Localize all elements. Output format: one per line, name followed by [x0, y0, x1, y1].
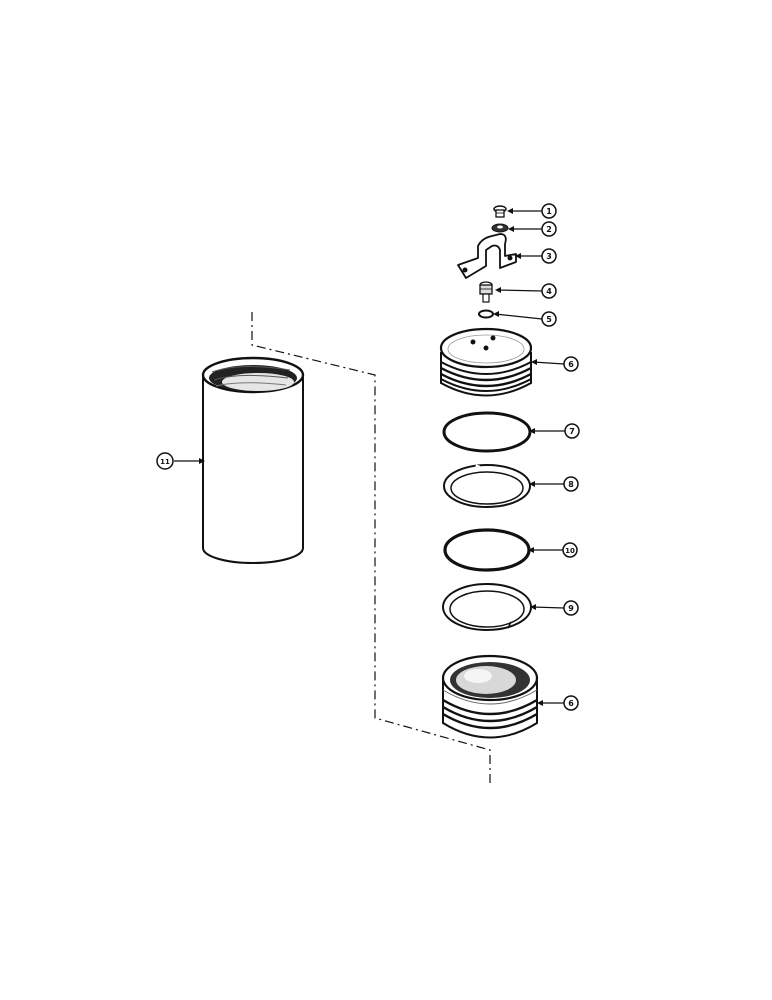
svg-text:3: 3 — [546, 252, 552, 261]
cylinder-tube — [201, 356, 305, 564]
leader-lines — [174, 210, 565, 704]
small-o-ring — [478, 309, 494, 319]
svg-text:4: 4 — [546, 287, 552, 296]
svg-text:7: 7 — [569, 427, 575, 436]
large-o-ring — [442, 411, 532, 453]
bracket — [457, 233, 517, 279]
screw — [493, 205, 507, 218]
callout-2: 2 — [541, 221, 557, 237]
svg-text:5: 5 — [546, 315, 552, 324]
callout-7: 7 — [564, 423, 580, 439]
callout-9: 9 — [563, 600, 579, 616]
backup-ring — [443, 464, 531, 508]
callout-5: 5 — [541, 311, 557, 327]
svg-text:6: 6 — [568, 360, 574, 369]
svg-text:6: 6 — [568, 699, 574, 708]
svg-text:11: 11 — [160, 458, 170, 466]
callout-6-piston: 6 — [563, 695, 579, 711]
callout-11: 11 — [156, 452, 174, 470]
fitting — [479, 281, 493, 303]
svg-text:8: 8 — [568, 480, 574, 489]
svg-text:9: 9 — [568, 604, 574, 613]
svg-text:2: 2 — [546, 225, 552, 234]
seal-ring — [443, 528, 531, 572]
svg-text:1: 1 — [546, 207, 552, 216]
cylinder-head — [439, 327, 533, 397]
wear-ring — [442, 583, 532, 631]
callout-4: 4 — [541, 283, 557, 299]
piston — [441, 654, 539, 739]
callout-10: 10 — [562, 542, 578, 558]
assembly-guide-line — [251, 312, 491, 785]
callout-8: 8 — [563, 476, 579, 492]
callout-6-head: 6 — [563, 356, 579, 372]
leader-arrowheads — [199, 208, 543, 706]
washer — [491, 223, 509, 233]
callout-3: 3 — [541, 248, 557, 264]
svg-text:10: 10 — [565, 547, 575, 555]
callout-1: 1 — [541, 203, 557, 219]
